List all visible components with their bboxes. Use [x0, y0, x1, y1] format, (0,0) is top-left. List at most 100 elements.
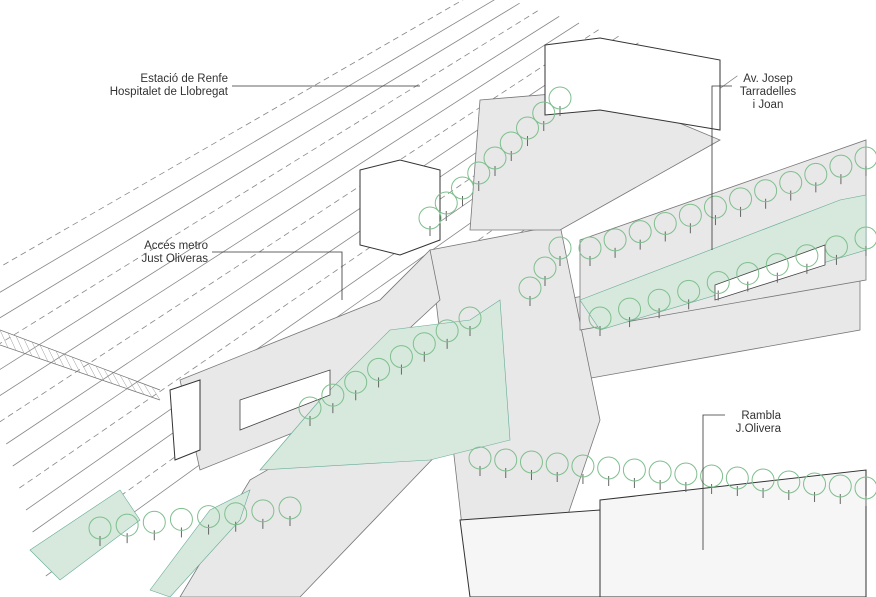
tree-canopy [545, 452, 569, 476]
tree-canopy [533, 256, 557, 280]
tree-canopy [451, 176, 474, 200]
truss-member [103, 368, 113, 384]
label-line: i Joan [752, 99, 784, 111]
tree-canopy [418, 206, 442, 230]
tree-canopy [435, 319, 459, 343]
tree-canopy [142, 510, 166, 534]
truss-member [79, 359, 89, 376]
truss-member [63, 353, 73, 370]
tree-canopy [622, 458, 646, 482]
tree-canopy [597, 456, 621, 480]
tree-canopy [854, 226, 876, 250]
tree-canopy [367, 357, 391, 381]
tree-canopy [804, 162, 828, 186]
tree-canopy [779, 171, 803, 195]
tree-canopy [648, 460, 672, 484]
tree-canopy [777, 470, 801, 494]
truss-member [87, 362, 97, 379]
tree-canopy [765, 253, 789, 277]
tree-canopy [458, 306, 482, 330]
tree-canopy [706, 270, 730, 294]
tree-canopy [618, 297, 642, 321]
tree-canopy [653, 211, 677, 235]
tree-canopy [548, 86, 572, 110]
tree-canopy [548, 236, 572, 260]
truss-member [151, 386, 161, 401]
truss-member [39, 344, 49, 362]
rail-line [0, 2, 520, 319]
tree-canopy [518, 276, 542, 300]
tree-canopy [468, 446, 492, 470]
truss-member [71, 356, 81, 373]
rail-line [0, 0, 464, 268]
tree-canopy [795, 244, 819, 268]
tree-canopy [389, 345, 413, 369]
tree-canopy [483, 146, 507, 170]
tree-canopy [499, 131, 523, 155]
label-line: Rambla [741, 410, 781, 422]
truss-member [119, 374, 129, 390]
label-line: Estació de Renfe [140, 73, 228, 85]
tree-canopy [532, 101, 556, 125]
truss-member [0, 329, 9, 348]
tree-canopy [344, 370, 368, 394]
buildings [169, 37, 867, 597]
tree-canopy [703, 195, 727, 219]
tree-canopy [88, 516, 112, 540]
truss-member [15, 335, 25, 354]
trees [88, 86, 876, 546]
tree-canopy [115, 513, 139, 537]
tree-canopy [854, 146, 876, 170]
truss-member [127, 377, 137, 392]
tree-canopy [578, 236, 602, 260]
tree-canopy [678, 203, 702, 227]
truss-member [111, 371, 121, 387]
tree-canopy [828, 474, 852, 498]
label-line: Hospitalet de Llobregat [109, 86, 228, 98]
tree-canopy [519, 450, 543, 474]
tree-canopy [729, 187, 753, 211]
tree-canopy [412, 332, 436, 356]
tree-canopy [516, 116, 539, 140]
tree-canopy [736, 262, 760, 286]
label-metro-access: Accés metro Just Oliveras [100, 240, 208, 266]
truss-member [95, 365, 105, 381]
label-line: Just Oliveras [141, 253, 208, 265]
tree-canopy [224, 502, 248, 526]
tree-canopy [700, 464, 724, 488]
tree-canopy [571, 454, 595, 478]
tree-canopy [677, 279, 701, 303]
tree-canopy [854, 476, 876, 500]
rail-line [0, 16, 560, 370]
tree-canopy [467, 161, 491, 185]
truss-member [143, 383, 153, 398]
tree-canopy [197, 505, 221, 529]
label-renfe-station: Estació de Renfe Hospitalet de Llobregat [88, 73, 228, 99]
label-rambla: Rambla J.Olivera [715, 410, 781, 436]
tree-canopy [169, 507, 193, 531]
tree-canopy [725, 466, 749, 490]
label-line: Tarradelles [739, 86, 797, 98]
label-line: Av. Josep [743, 73, 793, 85]
truss-member [47, 347, 57, 365]
tree-canopy [434, 191, 458, 215]
rail-line [0, 22, 580, 396]
tree-canopy [824, 235, 848, 259]
label-av-tarradellas: Av. Josep Tarradelles i Joan [732, 73, 804, 112]
label-line: J.Olivera [735, 423, 781, 435]
tree-canopy [494, 448, 518, 472]
leader-lines [212, 85, 732, 550]
tree-canopy [751, 468, 775, 492]
tree-canopy [754, 179, 778, 203]
truss-member [31, 341, 41, 359]
truss-member [23, 338, 33, 357]
tree-canopy [588, 306, 612, 330]
truss-member [55, 350, 65, 368]
tree-canopy [251, 499, 275, 523]
tree-canopy [298, 396, 322, 420]
bridge-truss [0, 329, 161, 401]
tree-canopy [628, 220, 652, 244]
tree-canopy [278, 496, 302, 520]
rail-line [0, 0, 495, 293]
